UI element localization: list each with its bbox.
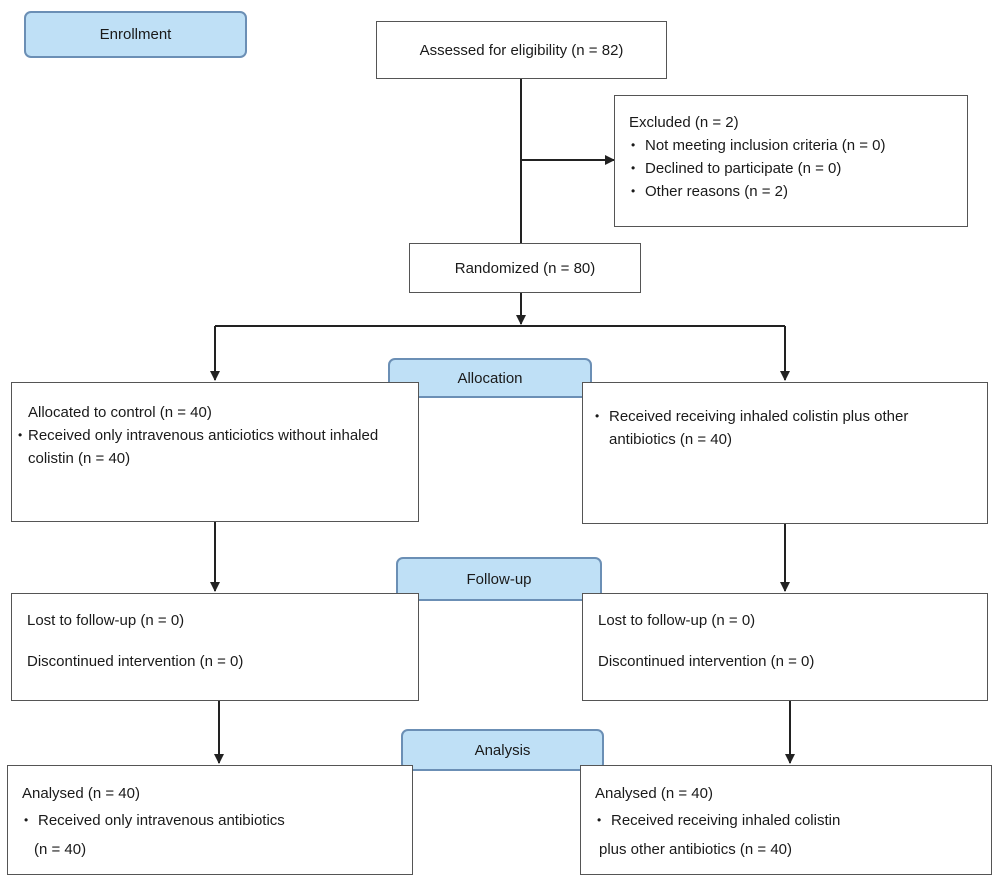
allocation-control-title: Allocated to control (n = 40)	[28, 404, 212, 421]
assessed-box: Assessed for eligibility (n = 82)	[376, 21, 667, 79]
analysis-control-item-line1: Received only intravenous antibiotics	[38, 812, 285, 829]
followup-control-box: Lost to follow-up (n = 0) Discontinued i…	[11, 593, 419, 701]
analysis-control-list: Received only intravenous antibiotics (n…	[22, 809, 412, 861]
followup-intervention-lost: Lost to follow-up (n = 0)	[598, 612, 756, 629]
followup-control-discontinued: Discontinued intervention (n = 0)	[27, 653, 244, 670]
excluded-reason: Not meeting inclusion criteria (n = 0)	[629, 134, 967, 157]
followup-intervention-box: Lost to follow-up (n = 0) Discontinued i…	[582, 593, 988, 701]
excluded-title: Excluded (n = 2)	[629, 114, 739, 131]
randomized-text: Randomized (n = 80)	[454, 259, 596, 277]
stage-followup-label: Follow-up	[466, 570, 532, 588]
analysis-intervention-item-line2: plus other antibiotics (n = 40)	[599, 841, 793, 858]
stage-allocation-label: Allocation	[457, 369, 523, 387]
excluded-reason: Declined to participate (n = 0)	[629, 157, 967, 180]
allocation-control-item: Received only intravenous anticiotics wi…	[16, 424, 406, 470]
analysis-control-item-line2: (n = 40)	[34, 841, 87, 858]
assessed-text: Assessed for eligibility (n = 82)	[419, 41, 624, 59]
stage-followup: Follow-up	[396, 557, 602, 601]
stage-analysis: Analysis	[401, 729, 604, 771]
allocation-control-box: Allocated to control (n = 40) Received o…	[11, 382, 419, 522]
excluded-list: Not meeting inclusion criteria (n = 0) D…	[629, 134, 967, 203]
allocation-intervention-list: Received receiving inhaled colistin plus…	[593, 405, 973, 451]
randomized-box: Randomized (n = 80)	[409, 243, 641, 293]
analysis-intervention-item: Received receiving inhaled colistin plus…	[595, 809, 991, 861]
analysis-intervention-item-line1: Received receiving inhaled colistin	[611, 812, 841, 829]
followup-intervention-discontinued: Discontinued intervention (n = 0)	[598, 653, 815, 670]
stage-enrollment: Enrollment	[24, 11, 247, 58]
stage-enrollment-label: Enrollment	[99, 26, 172, 43]
analysis-intervention-list: Received receiving inhaled colistin plus…	[595, 809, 991, 861]
excluded-box: Excluded (n = 2) Not meeting inclusion c…	[614, 95, 968, 227]
stage-allocation: Allocation	[388, 358, 592, 398]
followup-control-lost: Lost to follow-up (n = 0)	[27, 612, 185, 629]
allocation-intervention-box: Received receiving inhaled colistin plus…	[582, 382, 988, 524]
analysis-control-title: Analysed (n = 40)	[22, 785, 140, 802]
analysis-intervention-title: Analysed (n = 40)	[595, 785, 713, 802]
allocation-intervention-item: Received receiving inhaled colistin plus…	[593, 405, 973, 451]
allocation-control-list: Received only intravenous anticiotics wi…	[16, 424, 406, 470]
analysis-intervention-box: Analysed (n = 40) Received receiving inh…	[580, 765, 992, 875]
excluded-reason: Other reasons (n = 2)	[629, 180, 967, 203]
stage-analysis-label: Analysis	[474, 741, 531, 759]
analysis-control-box: Analysed (n = 40) Received only intraven…	[7, 765, 413, 875]
analysis-control-item: Received only intravenous antibiotics (n…	[22, 809, 412, 861]
